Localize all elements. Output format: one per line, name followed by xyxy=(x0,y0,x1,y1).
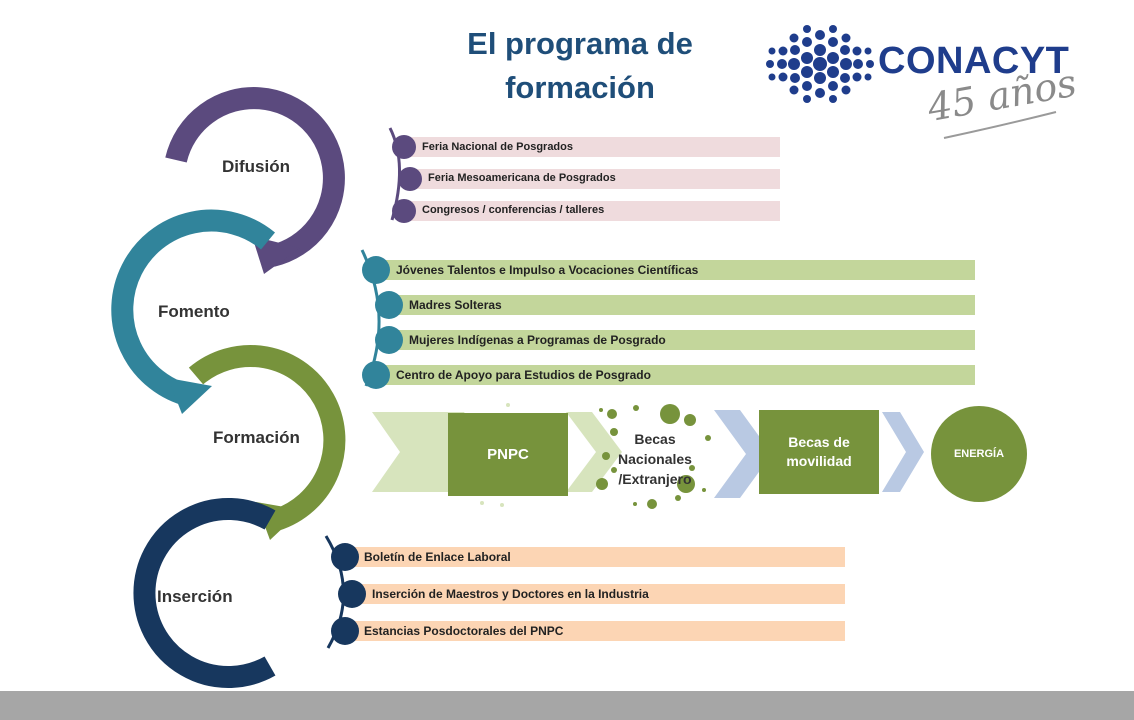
list-item xyxy=(376,260,975,280)
list-item xyxy=(354,584,845,604)
insercion-item-3: Estancias Posdoctorales del PNPC xyxy=(364,624,564,638)
chevron-right-icon xyxy=(566,412,622,492)
conacyt-logo xyxy=(760,20,1120,145)
stage-formacion-label: Formación xyxy=(213,428,300,447)
list-item xyxy=(412,169,780,189)
fomento-arc xyxy=(111,209,275,414)
difusion-item-1: Feria Nacional de Posgrados xyxy=(422,141,573,153)
insercion-item-2: Inserción de Maestros y Doctores en la I… xyxy=(372,587,649,601)
stage-insercion-label: Inserción xyxy=(157,587,233,606)
fomento-bullet-icon xyxy=(375,291,403,319)
becas-movilidad-box: Becas de movilidad xyxy=(759,410,879,494)
difusion-bullet-icon xyxy=(392,199,416,223)
logo-wordmark: CONACYT xyxy=(878,40,1070,82)
pnpc-box: PNPC xyxy=(448,413,568,496)
chevron-right-icon xyxy=(372,412,448,492)
footer-bar xyxy=(0,691,1134,720)
list-item xyxy=(346,621,845,641)
list-item xyxy=(390,330,975,350)
list-item xyxy=(404,137,780,157)
difusion-arc xyxy=(165,87,345,274)
difusion-bullet-icon xyxy=(392,135,416,159)
fomento-bullet-icon xyxy=(362,361,390,389)
chevron-right-icon xyxy=(882,412,924,492)
fomento-item-2: Madres Solteras xyxy=(409,298,502,312)
stage-difusion-label: Difusión xyxy=(222,157,290,176)
fomento-item-4: Centro de Apoyo para Estudios de Posgrad… xyxy=(396,368,651,382)
insercion-item-1: Boletín de Enlace Laboral xyxy=(364,550,511,564)
becas-nacionales-label: Becas Nacionales /Extranjero xyxy=(618,431,692,487)
insercion-arc xyxy=(133,498,276,688)
insercion-bullet-icon xyxy=(331,617,359,645)
logo-dots-icon xyxy=(766,25,874,103)
insercion-bullet-icon xyxy=(331,543,359,571)
difusion-item-2: Feria Mesoamericana de Posgrados xyxy=(428,172,616,184)
energia-circle: ENERGÍA xyxy=(931,406,1027,502)
difusion-item-3: Congresos / conferencias / talleres xyxy=(422,204,605,216)
fomento-item-1: Jóvenes Talentos e Impulso a Vocaciones … xyxy=(396,263,699,277)
list-item xyxy=(390,295,975,315)
list-item xyxy=(346,547,845,567)
list-item xyxy=(404,201,780,221)
list-item xyxy=(376,365,975,385)
insercion-bullet-icon xyxy=(338,580,366,608)
fomento-bullet-icon xyxy=(362,256,390,284)
page-title: El programa de formación xyxy=(467,26,693,105)
logo-underline-icon xyxy=(943,111,1057,139)
fomento-item-3: Mujeres Indígenas a Programas de Posgrad… xyxy=(409,333,666,347)
difusion-bullet-icon xyxy=(398,167,422,191)
fomento-bullet-icon xyxy=(375,326,403,354)
stage-fomento-label: Fomento xyxy=(158,302,230,321)
